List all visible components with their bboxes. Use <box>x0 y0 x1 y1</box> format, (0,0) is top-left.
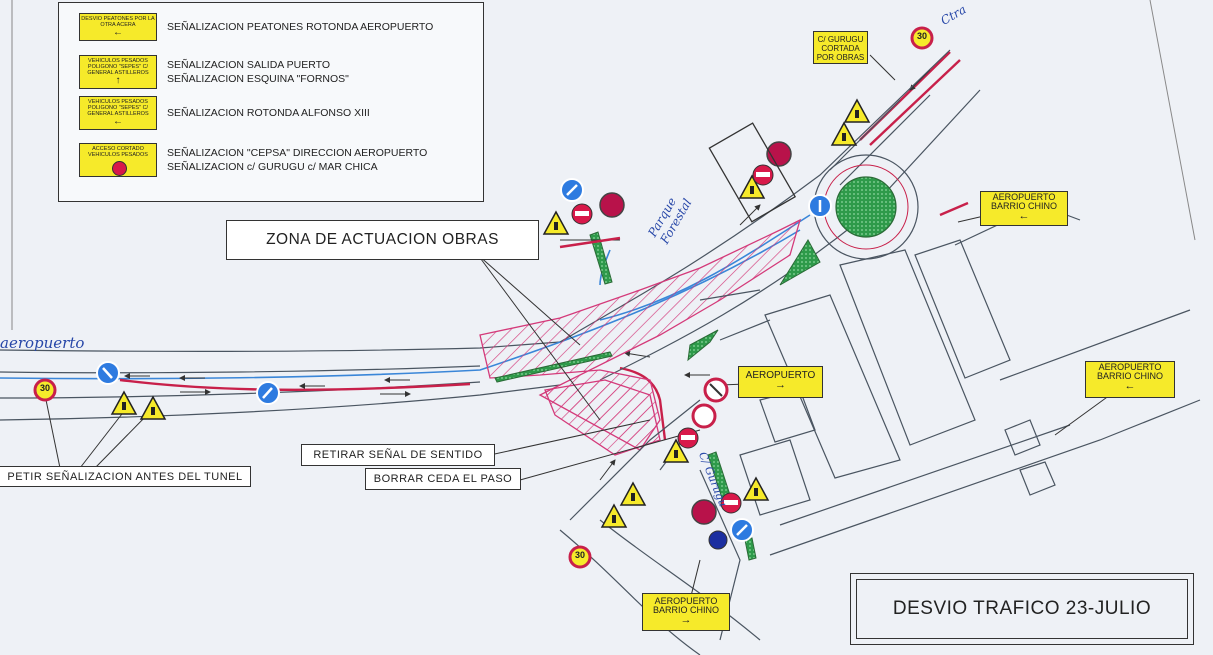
speed-limit-value: 30 <box>916 31 927 41</box>
plan-title: DESVIO TRAFICO 23-JULIO <box>856 579 1188 639</box>
legend-sign-text: VEHICULOS PESADOS POLIGONO "SEPES" C/ GE… <box>87 58 149 76</box>
arrow-right-icon: → <box>680 614 692 626</box>
zona-actuacion-label: ZONA DE ACTUACION OBRAS <box>226 220 539 260</box>
legend-label: SEÑALIZACION PEATONES ROTONDA AEROPUERTO <box>167 21 434 33</box>
arrow-left-icon: ← <box>1018 210 1030 222</box>
speed-limit-sign-north <box>910 26 934 50</box>
no-entry-signs <box>571 141 792 550</box>
arrow-left-icon: ← <box>1124 380 1136 392</box>
work-zone-hatch-lower <box>544 379 661 456</box>
aeropuerto-barrio-chino-sign-south: AEROPUERTO BARRIO CHINO → <box>642 593 730 631</box>
speed-limit-value: 30 <box>39 383 50 393</box>
aeropuerto-handwritten: aeropuerto <box>0 334 85 352</box>
main-road-west <box>0 341 561 421</box>
legend-sign-icon: ACCESO CORTADO VEHICULOS PESADOS <box>79 143 157 177</box>
blue-sign-arrows <box>102 184 822 536</box>
repetir-senalizacion-label: PETIR SEÑALIZACION ANTES DEL TUNEL <box>0 466 251 487</box>
no-entry-icon <box>112 161 127 176</box>
aeropuerto-sign: AEROPUERTO → <box>738 366 823 398</box>
legend-label: SEÑALIZACION c/ GURUGU c/ MAR CHICA <box>167 161 378 173</box>
legend-sign-text: ACCESO CORTADO VEHICULOS PESADOS <box>88 146 148 158</box>
legend-label: SEÑALIZACION ROTONDA ALFONSO XIII <box>167 107 370 119</box>
sign-text: AEROPUERTO BARRIO CHINO <box>990 192 1057 211</box>
arrow-up-icon: ↑ <box>115 75 121 86</box>
green-medians <box>494 231 821 561</box>
legend-sign-text: DESVIO PEATONES POR LA OTRA ACERA <box>81 16 155 28</box>
legend-sign-icon: VEHICULOS PESADOS POLIGONO "SEPES" C/ GE… <box>79 55 157 89</box>
sign-text: C/ GURUGU CORTADA POR OBRAS <box>816 35 865 62</box>
legend-label: SEÑALIZACION "CEPSA" DIRECCION AEROPUERT… <box>167 147 428 159</box>
borrar-ceda-label: BORRAR CEDA EL PASO <box>365 468 521 490</box>
arrow-left-icon: ← <box>113 116 123 127</box>
speed-limit-sign-south <box>568 545 592 569</box>
retirar-senal-label: RETIRAR SEÑAL DE SENTIDO <box>301 444 495 466</box>
arrow-left-icon: ← <box>113 27 123 38</box>
legend-item-peatones: DESVIO PEATONES POR LA OTRA ACERA ← SEÑA… <box>79 13 433 41</box>
legend-item-alfonso: VEHICULOS PESADOS POLIGONO "SEPES" C/ GE… <box>79 96 370 130</box>
aeropuerto-barrio-chino-sign-east: AEROPUERTO BARRIO CHINO ← <box>980 191 1068 226</box>
warning-glyphs <box>122 110 859 523</box>
speed-limit-value: 30 <box>574 550 585 560</box>
legend-item-salida-puerto: VEHICULOS PESADOS POLIGONO "SEPES" C/ GE… <box>79 55 349 89</box>
gurugu-cortada-sign: C/ GURUGU CORTADA POR OBRAS <box>813 31 868 64</box>
city-blocks <box>699 204 1201 556</box>
arrow-right-icon: → <box>775 379 786 391</box>
legend-label: SEÑALIZACION SALIDA PUERTO <box>167 59 330 71</box>
leader-lines <box>44 54 1111 601</box>
legend-item-cepsa: ACCESO CORTADO VEHICULOS PESADOS SEÑALIZ… <box>79 143 427 177</box>
sign-group-frame <box>708 122 797 223</box>
sign-text: AEROPUERTO <box>745 370 816 381</box>
title-frame: DESVIO TRAFICO 23-JULIO <box>850 573 1194 645</box>
legend: DESVIO PEATONES POR LA OTRA ACERA ← SEÑA… <box>58 2 484 202</box>
sign-text: AEROPUERTO BARRIO CHINO <box>1096 362 1163 381</box>
legend-sign-text: VEHICULOS PESADOS POLIGONO "SEPES" C/ GE… <box>87 99 149 117</box>
legend-sign-icon: DESVIO PEATONES POR LA OTRA ACERA ← <box>79 13 157 41</box>
sign-text: AEROPUERTO BARRIO CHINO <box>652 596 719 615</box>
speed-limit-sign-west <box>33 378 57 402</box>
legend-label: SEÑALIZACION ESQUINA "FORNOS" <box>167 73 349 85</box>
aeropuerto-barrio-chino-sign-far-east: AEROPUERTO BARRIO CHINO ← <box>1085 361 1175 398</box>
legend-sign-icon: VEHICULOS PESADOS POLIGONO "SEPES" C/ GE… <box>79 96 157 130</box>
